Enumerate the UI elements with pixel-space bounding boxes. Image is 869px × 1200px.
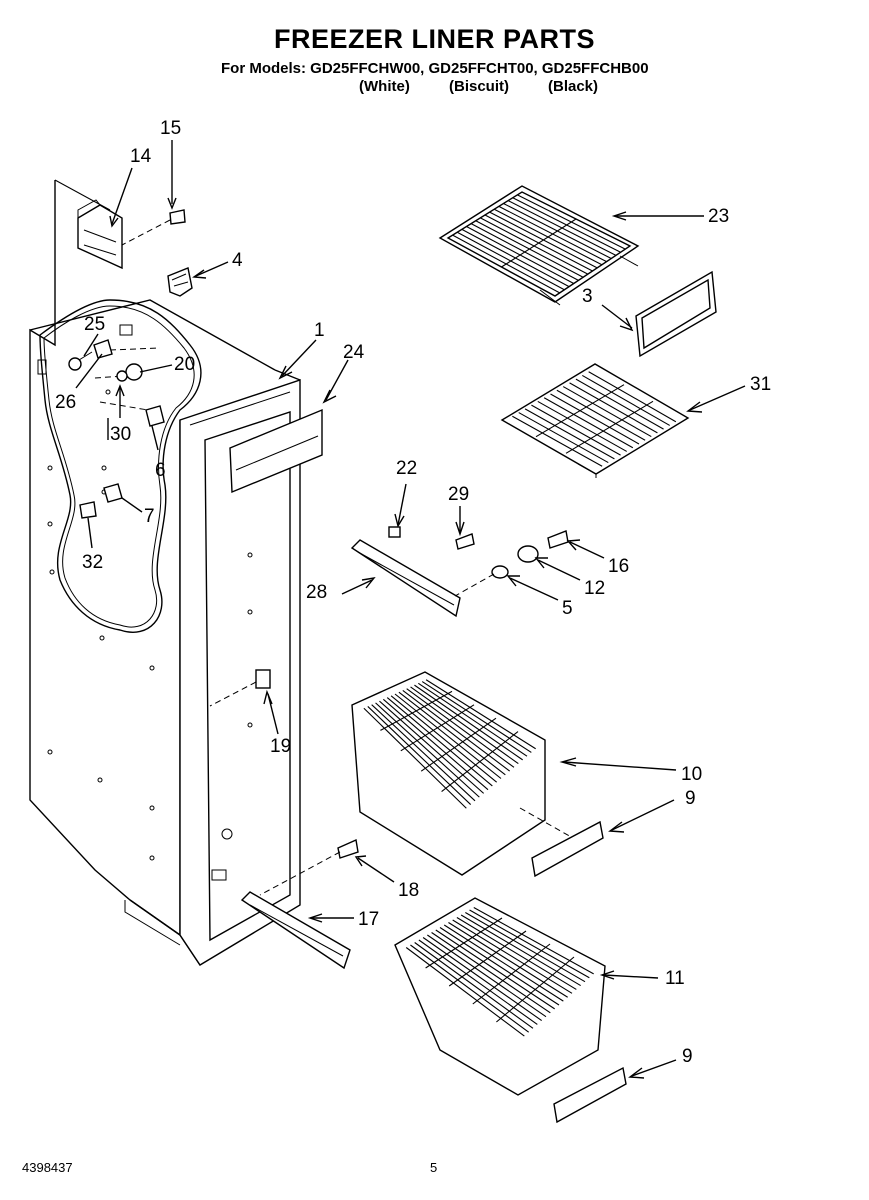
callout-28: 28 <box>306 582 327 603</box>
part-18-screw <box>259 838 359 896</box>
part-17-rail <box>240 891 351 970</box>
callout-16: 16 <box>608 556 629 577</box>
part-14-bracket <box>77 199 123 270</box>
callout-25: 25 <box>84 314 105 335</box>
part-9-plate-upper <box>531 820 604 878</box>
callout-30: 30 <box>110 424 131 445</box>
part-9-plate-lower <box>553 1066 627 1124</box>
callout-labels: 15 14 4 25 1 24 20 26 30 6 7 32 23 3 31 … <box>55 118 771 1067</box>
part-4-clip <box>167 267 193 297</box>
callout-4: 4 <box>232 250 243 271</box>
callout-32: 32 <box>82 552 103 573</box>
part-11-basket <box>394 897 606 1096</box>
callout-5: 5 <box>562 598 573 619</box>
variant-black: (Black) <box>548 78 599 95</box>
callout-3: 3 <box>582 286 593 307</box>
callout-14: 14 <box>130 146 152 167</box>
page-title: FREEZER LINER PARTS <box>273 24 595 54</box>
variant-biscuit: (Biscuit) <box>449 78 509 95</box>
part-5-bushing <box>454 565 509 597</box>
part-23-shelf <box>438 185 640 306</box>
callout-9b: 9 <box>682 1046 693 1067</box>
leader-lines <box>75 140 746 1079</box>
callout-19: 19 <box>270 736 291 757</box>
part-31-wire-shelf <box>500 363 690 478</box>
callout-10: 10 <box>681 764 702 785</box>
page-number: 5 <box>430 1160 438 1175</box>
models-line: For Models: GD25FFCHW00, GD25FFCHT00, GD… <box>221 60 649 77</box>
doc-number: 4398437 <box>22 1160 73 1175</box>
callout-15: 15 <box>160 118 181 139</box>
callout-24: 24 <box>343 342 365 363</box>
part-12-spacer <box>517 545 539 563</box>
callout-26: 26 <box>55 392 76 413</box>
part-19-clip <box>209 669 271 707</box>
part-24-cover <box>229 408 323 494</box>
callout-22: 22 <box>396 458 417 479</box>
part-32-thermostat <box>79 501 97 519</box>
callout-11: 11 <box>665 968 685 989</box>
part-25-bulb <box>68 351 93 371</box>
part-28-rail <box>350 539 461 618</box>
variant-white: (White) <box>359 78 410 95</box>
part-20-knob <box>116 363 143 382</box>
callout-18: 18 <box>398 880 419 901</box>
callout-12: 12 <box>584 578 605 599</box>
part-16-screw <box>547 530 569 549</box>
part-3-tray <box>635 270 717 358</box>
part-22-cap <box>388 526 401 538</box>
callout-17: 17 <box>358 909 379 930</box>
part-7-switch <box>103 483 123 503</box>
part-6-clip <box>145 405 165 427</box>
callout-20: 20 <box>174 354 195 375</box>
callout-1: 1 <box>314 320 325 341</box>
callout-29: 29 <box>448 484 469 505</box>
part-15-screw <box>121 209 186 246</box>
callout-31: 31 <box>750 374 771 395</box>
part-26-socket <box>93 339 113 359</box>
callout-23: 23 <box>708 206 729 227</box>
callout-7: 7 <box>144 506 155 527</box>
freezer-liner-cabinet <box>29 179 301 966</box>
callout-9: 9 <box>685 788 696 809</box>
callout-6: 6 <box>155 460 166 481</box>
part-10-basket <box>351 671 581 876</box>
part-29-screw <box>455 533 475 550</box>
